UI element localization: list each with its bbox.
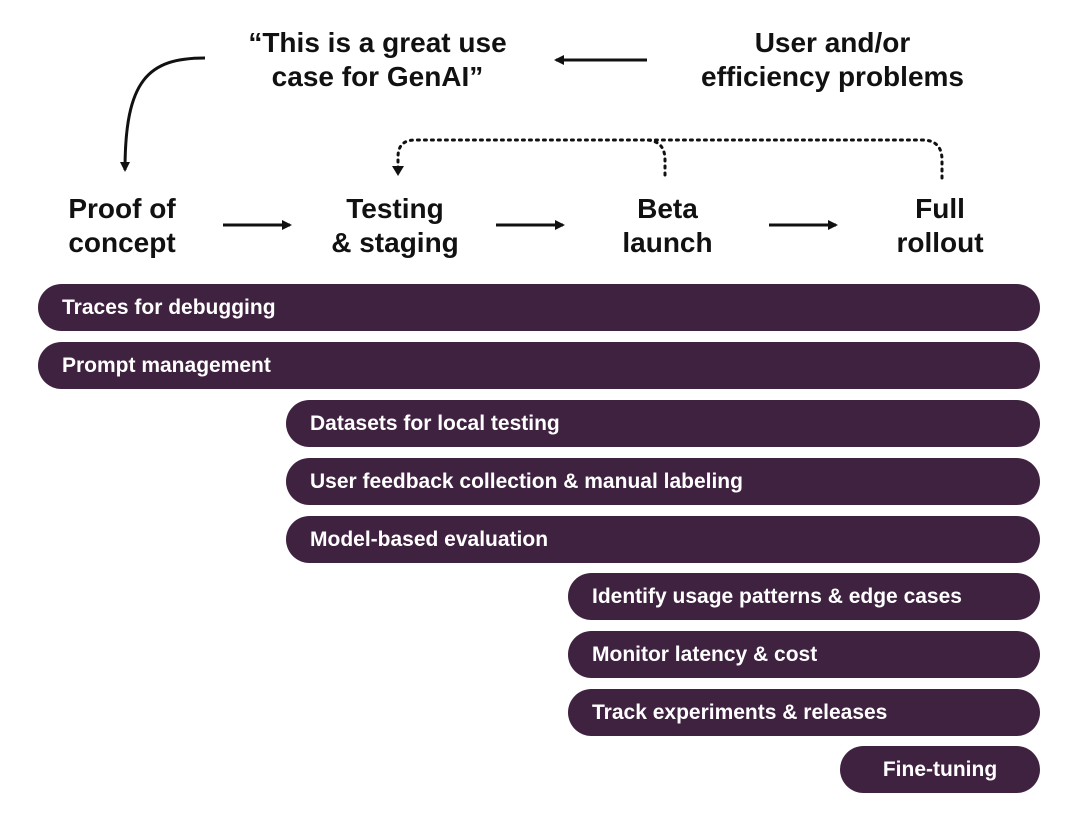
bar-traces-for-debugging: Traces for debugging bbox=[38, 284, 1040, 331]
curved-arrow-idea-to-poc-icon bbox=[120, 56, 206, 172]
bar-fine-tuning: Fine-tuning bbox=[840, 746, 1040, 793]
bar-model-based-evaluation: Model-based evaluation bbox=[286, 516, 1040, 563]
dotted-loop-arrow-icon bbox=[396, 138, 944, 180]
stage-full-rollout: Full rollout bbox=[896, 193, 984, 258]
problems-label: User and/or efficiency problems bbox=[701, 27, 964, 92]
dotted-loop-arrowhead-icon bbox=[392, 166, 404, 176]
bar-prompt-management: Prompt management bbox=[38, 342, 1040, 389]
stage-beta-launch: Beta launch bbox=[622, 193, 713, 258]
bar-usage-patterns-edge-cases: Identify usage patterns & edge cases bbox=[568, 573, 1040, 620]
bar-user-feedback-labeling: User feedback collection & manual labeli… bbox=[286, 458, 1040, 505]
idea-label: “This is a great use case for GenAI” bbox=[248, 27, 507, 92]
stage-testing-staging: Testing & staging bbox=[331, 193, 459, 258]
bar-monitor-latency-cost: Monitor latency & cost bbox=[568, 631, 1040, 678]
bar-track-experiments-releases: Track experiments & releases bbox=[568, 689, 1040, 736]
bar-datasets-local-testing: Datasets for local testing bbox=[286, 400, 1040, 447]
stage-proof-of-concept: Proof of concept bbox=[68, 193, 176, 258]
